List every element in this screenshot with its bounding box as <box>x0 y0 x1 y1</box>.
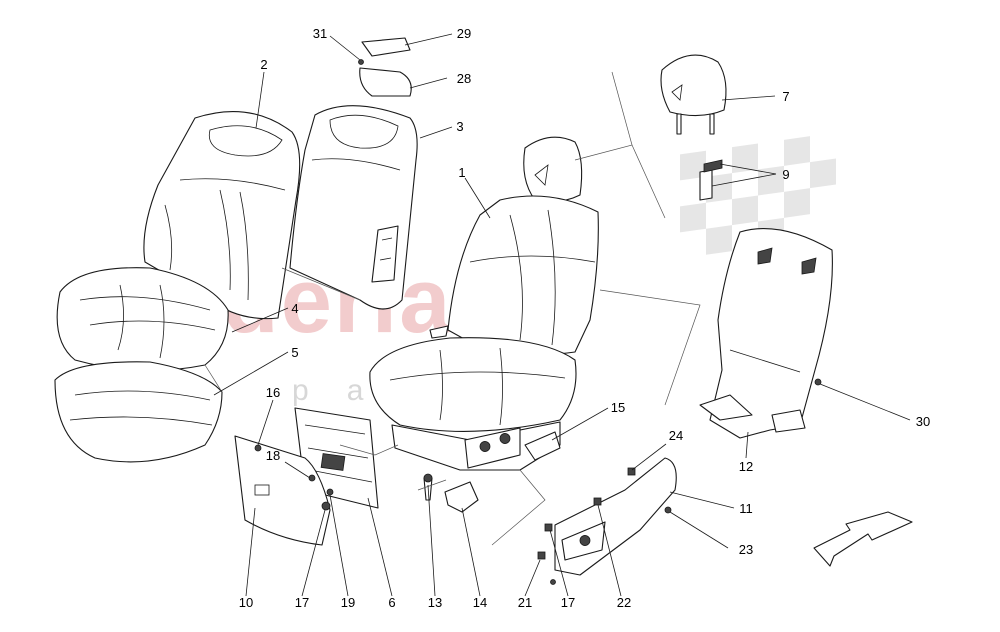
callout-7: 7 <box>782 89 789 104</box>
callout-30: 30 <box>916 414 930 429</box>
callout-9: 9 <box>782 167 789 182</box>
seat-cushion-cover <box>56 267 229 372</box>
guide-lines <box>204 71 701 546</box>
direction-arrow <box>813 511 913 567</box>
callout-1: 1 <box>458 165 465 180</box>
lower-bracket <box>444 481 479 513</box>
callout-28: 28 <box>457 71 471 86</box>
callout-labels: 2 3 1 4 5 6 7 9 10 11 12 13 14 15 16 17 … <box>239 26 930 610</box>
callout-23: 23 <box>739 542 753 557</box>
checkered-flag-watermark <box>680 136 836 255</box>
rear-back-shell <box>699 228 833 439</box>
seat-back-frame <box>289 105 418 310</box>
callout-14: 14 <box>473 595 487 610</box>
outer-side-trim <box>554 457 677 576</box>
callout-24: 24 <box>669 428 683 443</box>
callout-6: 6 <box>388 595 395 610</box>
headrest-guides <box>699 159 723 201</box>
callout-19: 19 <box>341 595 355 610</box>
callout-11: 11 <box>739 501 753 516</box>
upper-bracket <box>524 431 561 461</box>
callout-15: 15 <box>611 400 625 415</box>
callout-21: 21 <box>518 595 532 610</box>
complete-seat <box>369 136 599 471</box>
seat-cushion-foam <box>54 361 223 463</box>
callout-29: 29 <box>457 26 471 41</box>
side-trim-panel <box>234 435 331 546</box>
fasteners <box>254 378 822 585</box>
callout-31: 31 <box>313 26 327 41</box>
leader-lines <box>213 33 911 597</box>
seat-back-cover <box>143 110 301 320</box>
callout-18: 18 <box>266 448 280 463</box>
callout-16: 16 <box>266 385 280 400</box>
callout-17-right: 17 <box>561 595 575 610</box>
callout-10: 10 <box>239 595 253 610</box>
callout-12: 12 <box>739 459 753 474</box>
headrest <box>660 54 727 135</box>
callout-13: 13 <box>428 595 442 610</box>
callout-2: 2 <box>260 57 267 72</box>
lumbar-pad <box>359 67 412 97</box>
callout-5: 5 <box>291 345 298 360</box>
lumbar-screw <box>358 59 364 65</box>
callout-3: 3 <box>456 119 463 134</box>
callout-4: 4 <box>291 301 298 316</box>
callout-17-left: 17 <box>295 595 309 610</box>
lumbar-cover <box>361 37 411 57</box>
callout-22: 22 <box>617 595 631 610</box>
